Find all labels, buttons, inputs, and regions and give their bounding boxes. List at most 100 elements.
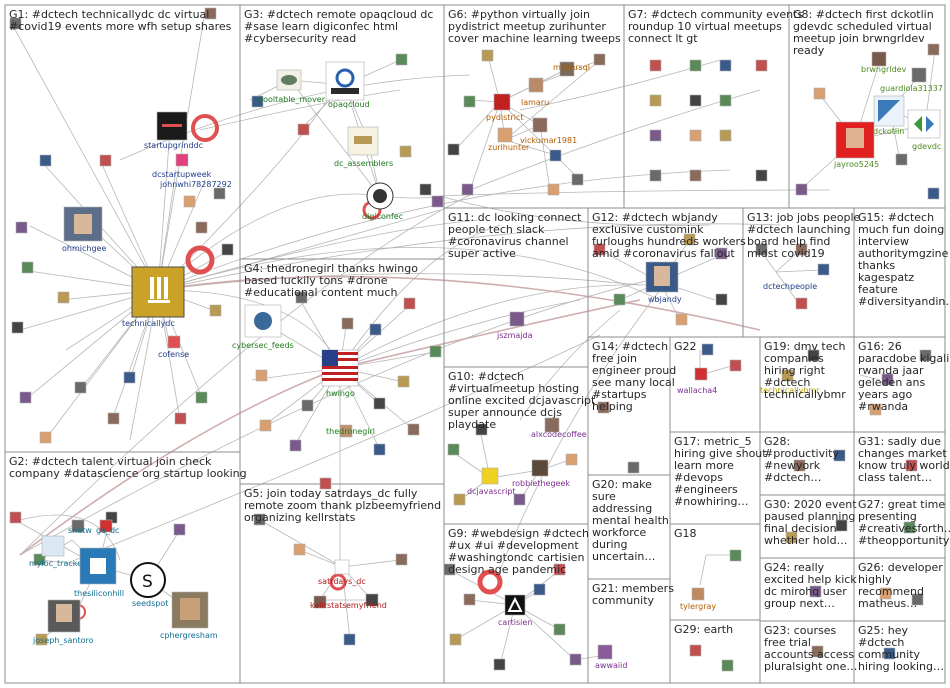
minor-node[interactable] — [453, 493, 466, 506]
minor-node[interactable] — [719, 94, 732, 107]
minor-node[interactable] — [204, 7, 217, 20]
minor-node[interactable] — [174, 412, 187, 425]
node-dcstartupweek[interactable]: dcstartupweek — [152, 153, 212, 179]
minor-node[interactable] — [431, 195, 444, 208]
minor-node[interactable] — [649, 169, 662, 182]
node-opaqcloud[interactable]: opaqcloud — [325, 61, 370, 109]
node-cphergresham[interactable]: cphergresham — [160, 591, 218, 640]
minor-node[interactable] — [251, 95, 264, 108]
minor-node[interactable] — [399, 145, 412, 158]
minor-node[interactable] — [689, 169, 702, 182]
minor-node[interactable] — [683, 233, 696, 246]
minor-node[interactable] — [649, 94, 662, 107]
minor-node[interactable] — [649, 59, 662, 72]
minor-node[interactable] — [649, 129, 662, 142]
minor-node[interactable] — [689, 129, 702, 142]
minor-node[interactable] — [9, 17, 22, 30]
minor-node[interactable] — [593, 53, 606, 66]
minor-node[interactable] — [373, 397, 386, 410]
minor-node[interactable] — [195, 391, 208, 404]
minor-node[interactable] — [221, 243, 234, 256]
minor-node[interactable] — [11, 321, 24, 334]
minor-node[interactable] — [373, 443, 386, 456]
minor-node[interactable] — [99, 154, 112, 167]
minor-node[interactable] — [927, 187, 940, 200]
minor-node[interactable] — [183, 195, 196, 208]
minor-node[interactable] — [35, 633, 48, 646]
node-zurihunter[interactable]: zurihunter — [488, 127, 530, 152]
minor-node[interactable] — [57, 291, 70, 304]
minor-node[interactable] — [39, 154, 52, 167]
minor-node[interactable] — [883, 647, 896, 660]
minor-node[interactable] — [295, 291, 308, 304]
minor-node[interactable] — [443, 563, 456, 576]
minor-node[interactable] — [301, 399, 314, 412]
node-awwaiid[interactable]: awwaiid — [595, 644, 627, 670]
node-jayroo5245[interactable]: jayroo5245 — [833, 121, 879, 169]
node-cybersec_feeds[interactable]: cybersec_feeds — [232, 304, 294, 350]
node-dcjavascript[interactable]: dcjavascript — [467, 467, 516, 496]
minor-node[interactable] — [547, 183, 560, 196]
minor-node[interactable] — [107, 412, 120, 425]
minor-node[interactable] — [419, 183, 432, 196]
minor-node[interactable] — [123, 371, 136, 384]
minor-node[interactable] — [255, 369, 268, 382]
minor-node[interactable] — [785, 531, 798, 544]
node-myloc_tracker[interactable]: myloc_tracke — [29, 535, 82, 568]
minor-node[interactable] — [293, 543, 306, 556]
node-dc_assemblers[interactable]: dc_assemblers — [334, 126, 393, 168]
minor-node[interactable] — [613, 293, 626, 306]
node-kellrstats[interactable]: kellrstats — [310, 595, 347, 610]
minor-node[interactable] — [689, 59, 702, 72]
minor-node[interactable] — [817, 263, 830, 276]
minor-node[interactable] — [259, 419, 272, 432]
minor-node[interactable] — [533, 583, 546, 596]
minor-node[interactable] — [835, 519, 848, 532]
node-joseph_santoro[interactable]: joseph_santoro — [32, 599, 94, 645]
minor-node[interactable] — [715, 247, 728, 260]
node-lamaru[interactable]: lamaru — [521, 77, 549, 107]
node-tylergray[interactable]: tylergray — [680, 587, 716, 611]
minor-node[interactable] — [715, 293, 728, 306]
node-ohmichgee[interactable]: ohmichgee — [62, 206, 106, 253]
minor-node[interactable] — [729, 549, 742, 562]
node-brwngrldev[interactable]: brwngrldev — [861, 51, 907, 74]
minor-node[interactable] — [895, 153, 908, 166]
minor-node[interactable] — [253, 513, 266, 526]
minor-node[interactable] — [813, 87, 826, 100]
minor-node[interactable] — [565, 453, 578, 466]
minor-node[interactable] — [881, 373, 894, 386]
minor-node[interactable] — [395, 53, 408, 66]
minor-node[interactable] — [597, 401, 610, 414]
minor-node[interactable] — [721, 659, 734, 672]
minor-node[interactable] — [461, 183, 474, 196]
minor-node[interactable] — [833, 449, 846, 462]
minor-node[interactable] — [33, 553, 46, 566]
minor-node[interactable] — [395, 553, 408, 566]
minor-node[interactable] — [341, 317, 354, 330]
node-thedronegirl[interactable]: thedronegirl — [326, 424, 375, 438]
node-shatw[interactable]: shatw — [68, 519, 92, 535]
minor-node[interactable] — [213, 187, 226, 200]
minor-node[interactable] — [911, 593, 924, 606]
minor-node[interactable] — [795, 297, 808, 310]
minor-node[interactable] — [781, 369, 794, 382]
minor-node[interactable] — [689, 94, 702, 107]
node-wallacha4[interactable]: wallacha4 — [677, 367, 717, 395]
minor-node[interactable] — [289, 439, 302, 452]
minor-node[interactable] — [463, 95, 476, 108]
node-robbiethegeek[interactable]: robbiethegeek — [512, 459, 570, 488]
minor-node[interactable] — [449, 633, 462, 646]
minor-node[interactable] — [809, 585, 822, 598]
minor-node[interactable] — [475, 423, 488, 436]
minor-node[interactable] — [369, 323, 382, 336]
node-guardiola31337[interactable]: guardiola31337 — [880, 67, 943, 93]
minor-node[interactable] — [689, 644, 702, 657]
minor-node[interactable] — [919, 349, 932, 362]
node-digiconfec[interactable]: digiconfec — [362, 182, 403, 221]
minor-node[interactable] — [173, 523, 186, 536]
minor-node[interactable] — [493, 658, 506, 671]
minor-node[interactable] — [569, 653, 582, 666]
minor-node[interactable] — [553, 623, 566, 636]
minor-node[interactable] — [9, 511, 22, 524]
